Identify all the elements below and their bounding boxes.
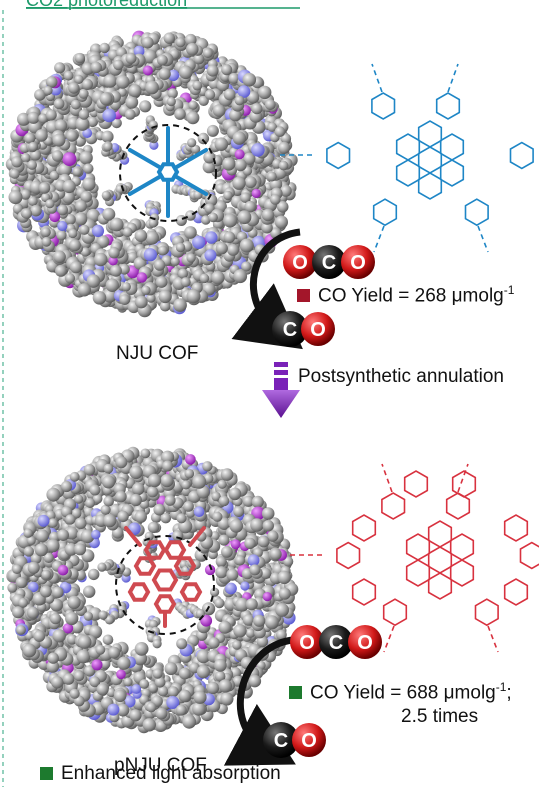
- pore-linker-red: [124, 526, 206, 628]
- svg-text:O: O: [310, 319, 326, 341]
- pore-circle-bottom: [115, 535, 215, 635]
- reaction-arrow-top: [231, 228, 303, 350]
- svg-text:O: O: [357, 632, 373, 654]
- ratio-label: 2.5 times: [401, 706, 479, 727]
- pore-linker-blue: [127, 126, 209, 218]
- transformation-arrow: [262, 362, 300, 418]
- enhanced-absorption-note: Enhanced light absorption: [40, 763, 281, 785]
- co-yield-top: CO Yield = 268 μmolg-1: [297, 283, 514, 307]
- pnju-cof-label: pNJU COF: [114, 755, 207, 776]
- co-molecule-bottom: C O: [263, 722, 326, 758]
- svg-text:O: O: [299, 632, 315, 654]
- co-yield-bottom-suffix: ;: [506, 682, 512, 704]
- enhanced-absorption-text: Enhanced light absorption: [61, 763, 281, 784]
- svg-text:C: C: [329, 632, 343, 654]
- svg-text:C: C: [283, 319, 297, 341]
- yield-marker-top: [297, 289, 310, 303]
- pnju-cof-framework: [6, 446, 299, 734]
- yield-marker-bottom: [289, 686, 302, 700]
- svg-text:C: C: [322, 252, 336, 274]
- co2-molecule-top: O C O: [283, 245, 375, 279]
- blue-linker-structure: [280, 63, 534, 253]
- nju-cof-framework: [5, 30, 298, 318]
- co-yield-top-text: CO Yield = 268 μmolg: [318, 285, 504, 307]
- co2-molecule-bottom: O C O: [290, 625, 382, 659]
- nju-cof-label: NJU COF: [116, 343, 199, 364]
- co-yield-bottom-text: CO Yield = 688 μmolg: [310, 682, 496, 704]
- svg-text:O: O: [350, 252, 366, 274]
- absorption-marker: [40, 767, 53, 780]
- co-molecule-top: C O: [272, 311, 335, 347]
- co-yield-bottom-unit-exp: -1: [495, 680, 507, 694]
- co-yield-top-unit-exp: -1: [503, 283, 515, 297]
- co-yield-bottom: CO Yield = 688 μmolg-1;: [289, 680, 512, 704]
- reaction-arrow-bottom: [223, 636, 296, 766]
- annulation-label: Postsynthetic annulation: [298, 366, 504, 387]
- pore-circle-top: [119, 124, 217, 222]
- red-linker-structure: [290, 463, 539, 653]
- svg-text:O: O: [301, 730, 317, 752]
- svg-text:C: C: [274, 730, 288, 752]
- header-text: CO2 photoreduction: [26, 0, 187, 10]
- svg-text:O: O: [292, 252, 308, 274]
